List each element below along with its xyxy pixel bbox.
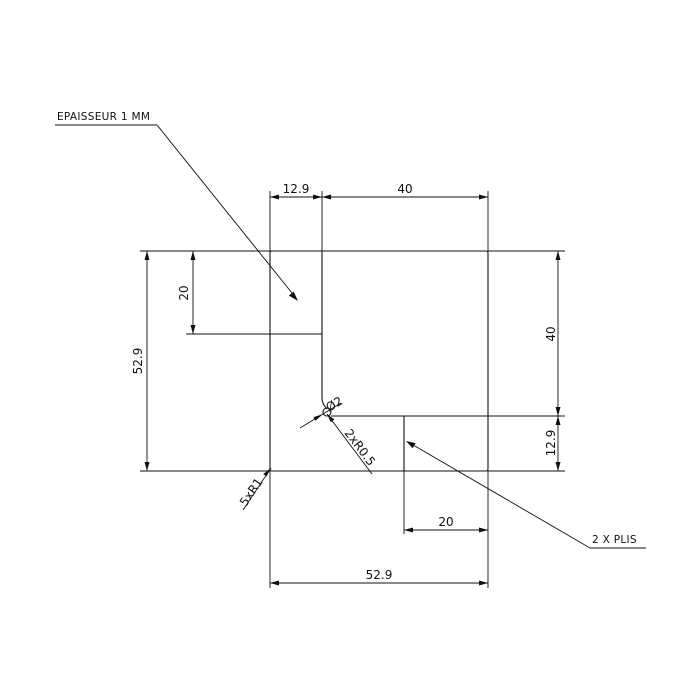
dim-left-tab-height: 20 (177, 285, 191, 300)
relief-hole (322, 407, 332, 417)
thickness-note: EPAISSEUR 1 MM (57, 111, 150, 123)
leader-lines (55, 124, 646, 549)
fold-lines (321, 251, 488, 471)
folds-note: 2 X PLIS (592, 534, 637, 546)
dim-inner-radius: 2xR0.5 (342, 426, 379, 468)
part-outline (269, 250, 489, 472)
dim-bottom-tab-width: 20 (438, 515, 453, 529)
dim-right-upper-height: 40 (544, 326, 558, 341)
dim-top-left-width: 12.9 (283, 182, 310, 196)
dim-outer-radius: 5xR1 (237, 475, 266, 508)
dim-bottom-total-width: 52.9 (366, 568, 393, 582)
dim-top-right-width: 40 (397, 182, 412, 196)
dim-right-lower-height: 12.9 (544, 430, 558, 457)
dim-left-total-height: 52.9 (131, 348, 145, 375)
extension-lines (140, 191, 565, 588)
dimension-lines (144, 194, 561, 586)
